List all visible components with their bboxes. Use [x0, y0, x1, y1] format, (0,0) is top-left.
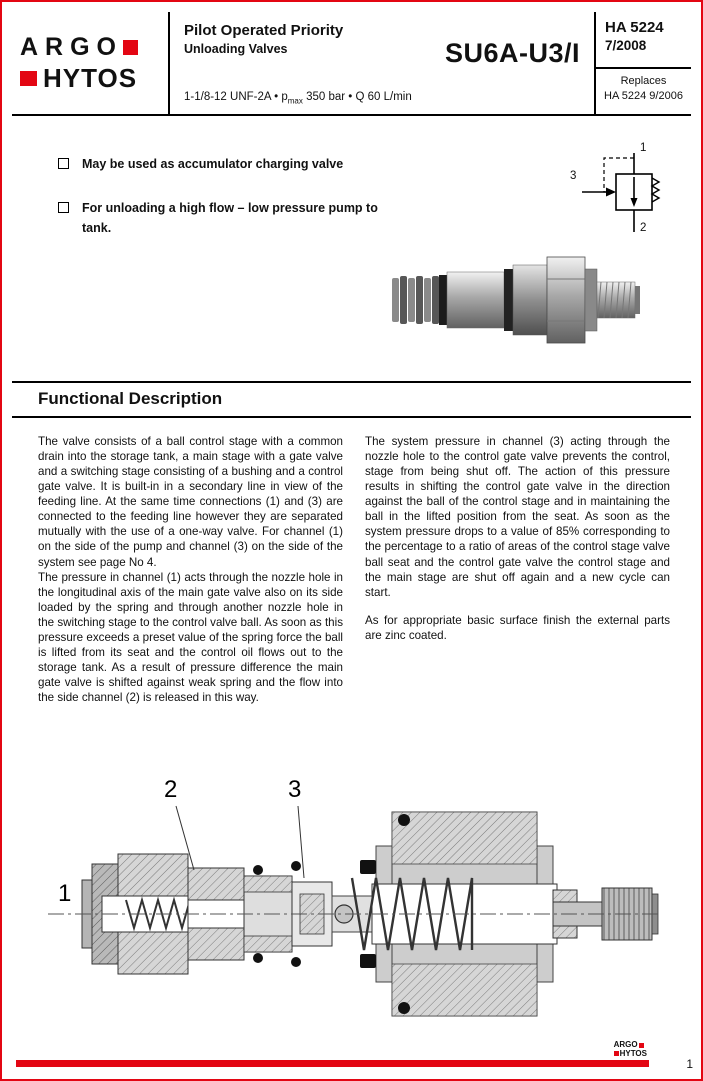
cross-section-graphic [48, 805, 659, 1017]
logo-text-hytos: HYTOS [43, 62, 138, 93]
symbol-port-2-label: 2 [640, 222, 647, 234]
logo-red-square-icon [20, 70, 37, 86]
spec-subscript: max [287, 96, 303, 105]
logo-line2: HYTOS [20, 63, 168, 94]
paragraph: The pressure in channel (1) acts through… [38, 570, 343, 705]
list-item: May be used as accumulator charging valv… [58, 155, 388, 174]
symbol-port-1-label: 1 [640, 142, 647, 154]
hydraulic-symbol-graphic [582, 153, 661, 232]
checkbox-icon [58, 202, 69, 214]
replaces-cell: Replaces HA 5224 9/2006 [596, 69, 691, 114]
model-code: SU6A-U3/I [444, 38, 580, 68]
drawing-port-2-label: 2 [164, 776, 178, 803]
footer-logo-red-square-icon [638, 1042, 644, 1048]
replaces-label: Replaces [620, 75, 667, 87]
footer-logo-text-hytos: HYTOS [619, 1048, 647, 1058]
paragraph: The system pressure in channel (3) actin… [365, 435, 670, 599]
argo-hytos-logo: ARGO HYTOS [12, 12, 170, 114]
symbol-port-3-label: 3 [570, 170, 577, 182]
hydraulic-symbol: 1 2 3 [568, 140, 694, 242]
footer-red-bar [16, 1060, 649, 1067]
feature-text: May be used as accumulator charging valv… [82, 157, 344, 171]
paragraph: As for appropriate basic surface finish … [365, 613, 670, 642]
footer-logo: ARGO HYTOS [613, 1040, 647, 1058]
doc-date: 7/2008 [605, 38, 647, 53]
footer-logo-line2: HYTOS [613, 1048, 647, 1058]
drawing-port-3-label: 3 [288, 776, 302, 803]
functional-description-body: The valve consists of a ball control sta… [38, 434, 670, 705]
logo-line1: ARGO [20, 33, 168, 62]
feature-list: May be used as accumulator charging valv… [58, 155, 388, 263]
drawing-port-1-label: 1 [58, 880, 72, 907]
header-title-area: Pilot Operated Priority Unloading Valves… [170, 12, 594, 114]
doc-info-box: HA 5224 7/2008 Replaces HA 5224 9/2006 [594, 12, 691, 114]
replaces-value: HA 5224 9/2006 [604, 89, 683, 102]
spec-part2: 350 bar • Q 60 L/min [302, 90, 412, 103]
checkbox-icon [58, 158, 69, 169]
text-column-left: The valve consists of a ball control sta… [38, 434, 343, 705]
footer-logo-line1: ARGO [613, 1040, 647, 1050]
text-column-right: The system pressure in channel (3) actin… [365, 434, 670, 705]
spec-line: 1-1/8-12 UNF-2A • pmax 350 bar • Q 60 L/… [184, 91, 412, 105]
doc-number-cell: HA 5224 7/2008 [596, 12, 691, 69]
page-number: 1 [686, 1057, 693, 1071]
paragraph: The valve consists of a ball control sta… [38, 435, 343, 569]
spec-part1: 1-1/8-12 UNF-2A • p [184, 90, 288, 103]
cross-section-drawing: 2 3 1 [42, 774, 664, 1042]
footer-logo-red-square-icon [613, 1051, 619, 1057]
list-item: For unloading a high flow – low pressure… [58, 199, 388, 238]
feature-text: For unloading a high flow – low pressure… [82, 201, 378, 235]
header: ARGO HYTOS Pilot Operated Priority Unloa… [12, 12, 691, 116]
logo-red-square-icon [123, 39, 138, 55]
doc-subtitle: Unloading Valves [184, 42, 288, 56]
logo-text-argo: ARGO [20, 32, 123, 61]
valve-photo-graphic [392, 256, 640, 344]
doc-number: HA 5224 [605, 19, 664, 36]
doc-title: Pilot Operated Priority [184, 22, 344, 39]
valve-photo [390, 246, 642, 354]
footer-logo-text-argo: ARGO [613, 1040, 638, 1050]
section-heading-functional-description: Functional Description [12, 381, 691, 418]
